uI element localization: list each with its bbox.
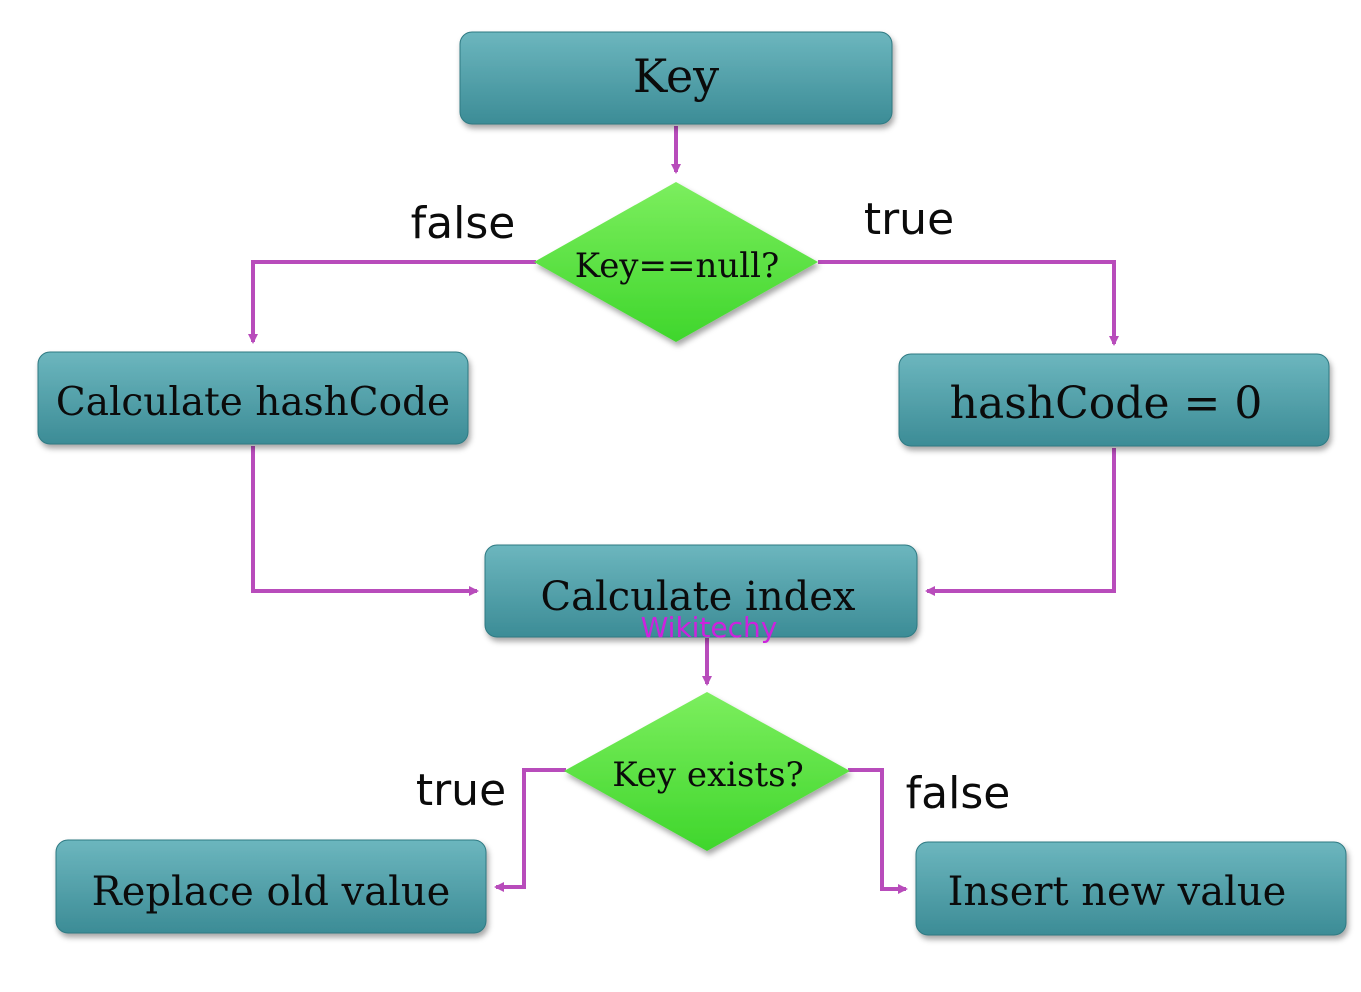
node-hashcode-zero-label: hashCode = 0 (950, 378, 1263, 429)
arrow-calc-hashcode-to-index (251, 446, 479, 596)
branch-label-null-false: false (411, 198, 516, 249)
decision-key-null-label: Key==null? (575, 246, 780, 286)
decision-key-exists: Key exists? (564, 692, 850, 851)
arrow-exists-true-to-replace (494, 768, 566, 892)
arrow-exists-false-to-insert (848, 768, 908, 894)
watermark-text: Wikitechy (641, 611, 778, 644)
node-replace-old: Replace old value (55, 839, 487, 934)
decision-key-exists-label: Key exists? (612, 755, 804, 795)
node-calc-index-label: Calculate index (541, 574, 856, 620)
node-hashcode-zero: hashCode = 0 (898, 353, 1330, 447)
decision-key-null: Key==null? (534, 182, 818, 342)
arrow-null-true-to-hashcode-zero (818, 260, 1119, 346)
arrow-null-false-to-calc-hashcode (248, 260, 536, 344)
connectors (248, 126, 1119, 894)
node-calc-hashcode: Calculate hashCode (37, 351, 469, 445)
branch-label-exists-false: false (906, 768, 1011, 819)
node-insert-new: Insert new value (915, 841, 1347, 936)
node-insert-new-label: Insert new value (948, 869, 1287, 915)
branch-label-exists-true: true (416, 765, 506, 816)
node-key-label: Key (633, 49, 719, 103)
arrow-hashcode-zero-to-index (925, 448, 1116, 596)
node-calc-index: Calculate index (484, 544, 918, 638)
branch-label-null-true: true (864, 194, 954, 245)
node-replace-old-label: Replace old value (92, 869, 451, 915)
node-calc-hashcode-label: Calculate hashCode (56, 380, 450, 425)
node-key: Key (459, 31, 893, 125)
